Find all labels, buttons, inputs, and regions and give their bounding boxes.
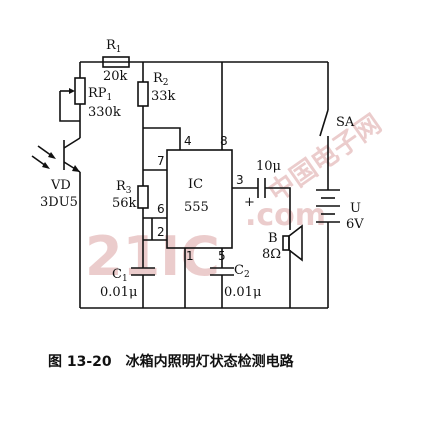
c1-sub: 1 [122, 274, 128, 284]
speaker-icon [282, 235, 290, 251]
resistor-r1 [102, 56, 130, 68]
svg-text:C1: C1 [112, 267, 128, 284]
light-arrows-icon [31, 145, 56, 169]
potentiometer-rp1 [74, 77, 86, 105]
pin-6: 6 [157, 202, 165, 216]
svg-text:R3: R3 [116, 179, 132, 196]
svg-text:RP1: RP1 [88, 86, 112, 103]
watermark-com: .com [245, 198, 326, 233]
ic-555 [166, 149, 233, 249]
pin-4: 4 [184, 134, 192, 148]
rp1-value: 330k [88, 105, 121, 120]
wiper-arrow-icon [69, 88, 75, 94]
vd-value: 3DU5 [40, 195, 78, 210]
rp1-name: RP [88, 86, 107, 101]
switch-sa [319, 109, 329, 137]
rp1-sub: 1 [107, 93, 113, 103]
switch-name: SA [336, 115, 355, 130]
svg-text:R1: R1 [106, 38, 122, 55]
c1-name: C [112, 267, 122, 282]
pin-2: 2 [157, 225, 165, 239]
vd-name: VD [50, 178, 71, 193]
r1-sub: 1 [116, 45, 122, 55]
r1-name: R [106, 38, 117, 53]
r2-value: 33k [151, 89, 176, 104]
c3-plus: + [244, 195, 255, 210]
r3-name: R [116, 179, 127, 194]
watermark-cn: 中国电子网 [263, 109, 387, 208]
resistor-r3 [137, 185, 149, 209]
battery-value: 6V [346, 217, 364, 232]
pin-3: 3 [236, 173, 244, 187]
battery-name: U [350, 201, 361, 216]
ic-value: 555 [184, 200, 209, 215]
r3-sub: 3 [126, 186, 132, 196]
figure-caption: 图 13-20 冰箱内照明灯状态检测电路 [48, 353, 295, 370]
speaker-name: B [268, 231, 278, 246]
ic-name: IC [188, 177, 203, 192]
r3-value: 56k [112, 196, 137, 211]
resistor-r2 [137, 81, 149, 107]
svg-text:R2: R2 [153, 71, 169, 88]
c2-name: C [234, 263, 244, 278]
r1-value: 20k [103, 69, 128, 84]
r2-sub: 2 [163, 78, 169, 88]
speaker-value: 8Ω [262, 247, 281, 262]
c3-value: 10μ [256, 159, 281, 174]
pin-7: 7 [157, 154, 165, 168]
c1-value: 0.01μ [100, 285, 137, 300]
c2-sub: 2 [244, 270, 250, 280]
r2-name: R [153, 71, 164, 86]
svg-text:C2: C2 [234, 263, 250, 280]
pin-1: 1 [186, 249, 194, 263]
pin-8: 8 [220, 134, 228, 148]
c2-value: 0.01μ [224, 285, 261, 300]
